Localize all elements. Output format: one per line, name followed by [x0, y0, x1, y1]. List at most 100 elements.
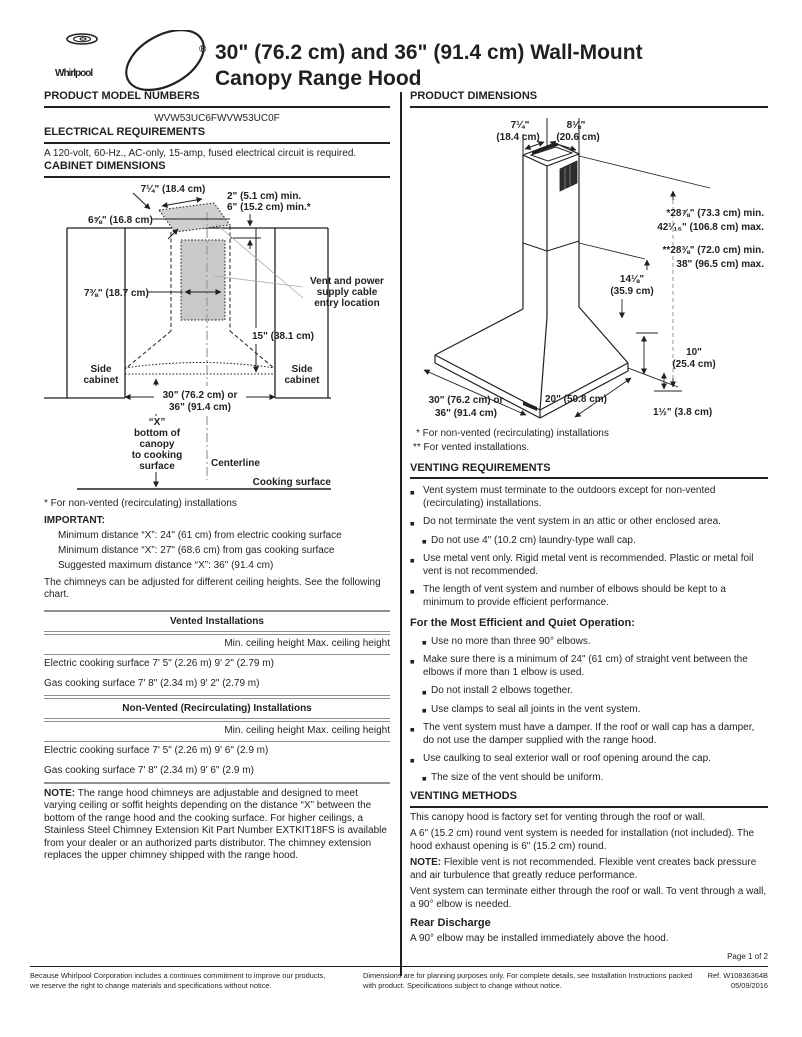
vent-hatch-panel-shape: [559, 159, 578, 192]
model-numbers: WVW53UC6FWVW53UC0F: [154, 112, 280, 124]
chimney-note: NOTE: The range hood chimneys are adjust…: [44, 788, 390, 863]
list-item: Use no more than three 90° elbows.: [410, 636, 768, 649]
cab-15in-label: 15" (38.1 cm): [252, 331, 314, 342]
duct-edge-shape: [531, 142, 559, 154]
hood-width-label: 36" (91.4 cm): [169, 402, 231, 413]
table-rule: [44, 609, 390, 612]
pd-depth-label: 20" (50.8 cm): [545, 394, 607, 405]
list-item: Use clamps to seal all joints in the ven…: [410, 704, 768, 717]
logo-swoosh-icon: [125, 29, 205, 91]
centerline-label: Centerline: [211, 458, 260, 469]
table-row: Electric cooking surface 7' 5" (2.26 m) …: [44, 658, 274, 669]
side-cabinet-left-label: cabinet: [83, 375, 119, 386]
pd-canopy-height-label: (25.4 cm): [672, 359, 715, 370]
side-cabinet-right-label: cabinet: [284, 375, 320, 386]
list-item: Do not install 2 elbows together.: [410, 685, 768, 698]
table-row: Gas cooking surface 7' 8" (2.34 m) 9' 2"…: [44, 678, 260, 689]
heading-venting-methods: VENTING METHODS: [410, 790, 768, 808]
footer-rule: [30, 966, 768, 967]
duct-opening-shape: [529, 145, 574, 162]
column-divider: [400, 92, 402, 976]
important-line: Minimum distance “X”: 27" (68.6 cm) from…: [58, 544, 335, 556]
note-label: NOTE:: [44, 787, 76, 799]
pd-hood-width-label: 36" (91.4 cm): [435, 408, 497, 419]
list-item: Make sure there is a minimum of 24" (61 …: [410, 654, 768, 679]
pd-lower-chimney-min-label: **28⅜" (72.0 cm) min.: [663, 245, 765, 256]
ceiling-height-table: Vented Installations Min. ceiling height…: [44, 609, 390, 784]
cab-vent-width-label: 7⅜" (18.7 cm): [84, 288, 149, 299]
table-section-title: Vented Installations: [170, 615, 264, 627]
important-line: Minimum distance “X”: 24" (61 cm) from e…: [58, 529, 342, 541]
pd-width2-label: 8⅛": [567, 120, 586, 131]
table-rule: [44, 781, 390, 784]
list-item: The length of vent system and number of …: [410, 584, 768, 609]
vent-entry-area-shape: [180, 239, 226, 320]
table-row: Electric cooking surface 7' 5" (2.26 m) …: [44, 745, 269, 756]
list-item: The vent system must have a damper. If t…: [410, 722, 768, 747]
pd-hood-width-label: 30" (76.2 cm) or: [429, 395, 504, 406]
cooking-surface-label: Cooking surface: [253, 477, 332, 488]
pd-lower-section-label: 14⅛": [620, 274, 644, 285]
table-rule: [44, 740, 390, 742]
footer-date: 05/09/2016: [731, 981, 768, 990]
venting-requirements-list: Vent system must terminate to the outdoo…: [410, 485, 768, 609]
distance-x-label: surface: [139, 461, 175, 472]
important-line: Suggested maximum distance “X”: 36" (91.…: [58, 559, 274, 571]
list-item: The size of the vent should be uniform.: [410, 772, 768, 785]
product-dimensions-diagram: 7¼" (18.4 cm) 8⅛" (20.6 cm) *28⅞" (73.3 …: [423, 117, 765, 419]
distance-x-label: “X”: [149, 417, 166, 428]
table-column-header: Min. ceiling height Max. ceiling height: [224, 638, 390, 649]
efficient-operation-list: Use no more than three 90° elbows. Make …: [410, 636, 768, 785]
methods-paragraph: This canopy hood is factory set for vent…: [410, 811, 706, 823]
table-rule: [44, 718, 390, 722]
footer-ref-number: Ref. W10836364B: [707, 971, 768, 980]
pd-lip-label: 1½" (3.8 cm): [653, 407, 712, 418]
pd-footnote-1: * For non-vented (recirculating) install…: [416, 427, 609, 439]
heading-product-dimensions: PRODUCT DIMENSIONS: [410, 90, 768, 108]
note-text: Flexible vent is not recommended. Flexib…: [410, 857, 757, 881]
side-cabinet-right-label: Side: [291, 364, 313, 375]
vent-entry-label: Vent and power: [310, 276, 384, 287]
title-line-2: Canopy Range Hood: [215, 67, 422, 90]
list-item: Do not use 4" (10.2 cm) laundry-type wal…: [410, 535, 768, 548]
pd-canopy-height-label: 10": [686, 347, 702, 358]
heading-efficient-operation: For the Most Efficient and Quiet Operati…: [410, 617, 635, 629]
distance-x-label: bottom of: [134, 428, 181, 439]
cabinet-footnote: * For non-vented (recirculating) install…: [44, 497, 237, 509]
table-rule: [44, 694, 390, 699]
title-line-1: 30" (76.2 cm) and 36" (91.4 cm) Wall-Mou…: [215, 41, 643, 64]
table-rule: [44, 631, 390, 635]
vent-label-leader-line: [215, 223, 304, 298]
pd-upper-chimney-min-label: *28⅞" (73.3 cm) min.: [666, 208, 764, 219]
heading-electrical-requirements: ELECTRICAL REQUIREMENTS: [44, 126, 390, 144]
registered-mark: ®: [199, 44, 207, 55]
heading-venting-requirements: VENTING REQUIREMENTS: [410, 462, 768, 479]
footer-reference: Ref. W10836364B 05/09/2016: [693, 971, 768, 991]
rear-discharge-text: A 90° elbow may be installed immediately…: [410, 932, 669, 944]
cab-min-clearance-2-label: 6" (15.2 cm) min.*: [227, 202, 311, 213]
important-label: IMPORTANT:: [44, 515, 105, 526]
left-column: PRODUCT MODEL NUMBERS WVW53UC6FWVW53UC0F…: [44, 90, 390, 863]
cab-top-width-label: 7¼" (18.4 cm): [141, 184, 206, 195]
distance-x-label: canopy: [139, 439, 174, 450]
footer: Page 1 of 2 Because Whirlpool Corporatio…: [30, 952, 768, 991]
pd-lower-chimney-max-label: 38" (96.5 cm) max.: [676, 259, 764, 270]
pd-footnote-2: ** For vented installations.: [413, 442, 530, 453]
list-item: Use metal vent only. Rigid metal vent is…: [410, 553, 768, 578]
page-number: Page 1 of 2: [727, 952, 768, 961]
cab-min-clearance-1-label: 2" (5.1 cm) min.: [227, 191, 301, 202]
pd-upper-chimney-max-label: 42¹⁄₁₆" (106.8 cm) max.: [657, 222, 764, 233]
hood-width-label: 30" (76.2 cm) or: [163, 390, 238, 401]
vent-entry-label: supply cable: [317, 287, 378, 298]
logo-swirl-icon: [66, 33, 98, 45]
logo-wordmark: Whirlpool: [55, 68, 93, 79]
pd-width1-label: (18.4 cm): [496, 132, 539, 143]
control-panel-shape: [523, 400, 537, 411]
chimneys-text: The chimneys can be adjusted for differe…: [44, 576, 381, 601]
table-section-title: Non-Vented (Recirculating) Installations: [122, 702, 312, 714]
note-text: The range hood chimneys are adjustable a…: [44, 787, 387, 862]
cab-depth-label: 6⅝" (16.8 cm): [88, 215, 153, 226]
list-item: Do not terminate the vent system in an a…: [410, 516, 768, 529]
table-column-header: Min. ceiling height Max. ceiling height: [224, 725, 390, 736]
